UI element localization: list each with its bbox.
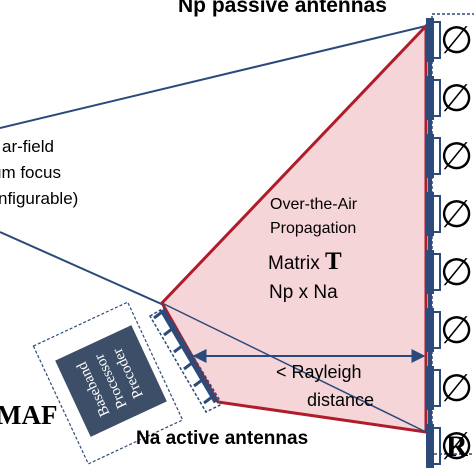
- passive-element-connector: [434, 311, 441, 349]
- passive-element-connector: [434, 427, 441, 465]
- beam-line-upper: [0, 25, 427, 129]
- passive-element-stub: [426, 76, 434, 120]
- right-partial-label: R: [446, 430, 468, 463]
- matrix-symbol: T: [325, 248, 342, 275]
- passive-antennas-title: Np passive antennas: [178, 0, 387, 17]
- passive-element-symbol: ∅: [440, 366, 473, 410]
- passive-element-symbol: ∅: [440, 76, 473, 120]
- active-antennas-title: Na active antennas: [136, 428, 309, 449]
- passive-element: ∅: [426, 424, 473, 468]
- passive-element-connector: [434, 79, 441, 117]
- propagation-region: [160, 22, 428, 434]
- passive-element-symbol: ∅: [440, 134, 473, 178]
- active-array-bar: [159, 308, 219, 404]
- passive-element-stub: [426, 424, 434, 468]
- passive-element-connector: [434, 253, 441, 291]
- passive-element-connector: [434, 369, 441, 407]
- passive-element-stub: [426, 192, 434, 236]
- rayleigh-label-line-2: distance: [307, 390, 375, 410]
- beam-line-lower: [0, 231, 167, 307]
- passive-element: ∅: [426, 76, 473, 120]
- active-array-frame: [148, 306, 224, 413]
- passive-element: ∅: [426, 308, 473, 352]
- passive-element: ∅: [426, 366, 473, 410]
- far-field-label-line-3: nfigurable): [0, 189, 79, 208]
- ota-label-line-2: Propagation: [270, 220, 357, 237]
- passive-element: ∅: [426, 134, 473, 178]
- baseband-frame: [32, 301, 184, 465]
- active-elements: [153, 310, 213, 405]
- passive-element-stub: [426, 134, 434, 178]
- passive-element-connector: [434, 137, 441, 175]
- passive-element: ∅: [426, 192, 473, 236]
- passive-element-symbol: ∅: [440, 18, 473, 62]
- passive-element-symbol: ∅: [440, 308, 473, 352]
- passive-element-symbol: ∅: [440, 424, 473, 468]
- passive-element-stub: [426, 18, 434, 62]
- far-field-label-line-2: um focus: [0, 163, 61, 182]
- passive-element: ∅: [426, 250, 473, 294]
- matrix-word: Matrix: [268, 253, 325, 274]
- passive-element-symbol: ∅: [440, 192, 473, 236]
- passive-element-connector: [434, 21, 441, 59]
- passive-element-connector: [434, 195, 441, 233]
- matrix-label: Matrix T: [268, 248, 342, 276]
- matrix-dimensions: Np x Na: [269, 282, 338, 303]
- far-field-label-line-1: ar-field: [2, 137, 54, 156]
- passive-elements: ∅ ∅ ∅ ∅ ∅ ∅ ∅ ∅: [426, 18, 473, 468]
- propagation-inner-line: [161, 302, 427, 433]
- passive-element-stub: [426, 250, 434, 294]
- passive-element-stub: [426, 366, 434, 410]
- ota-label-line-1: Over-the-Air: [270, 196, 358, 213]
- left-partial-label: MAF: [0, 400, 58, 430]
- passive-element: ∅: [426, 18, 473, 62]
- rayleigh-label-line-1: < Rayleigh: [276, 362, 362, 382]
- passive-element-stub: [426, 308, 434, 352]
- passive-element-symbol: ∅: [440, 250, 473, 294]
